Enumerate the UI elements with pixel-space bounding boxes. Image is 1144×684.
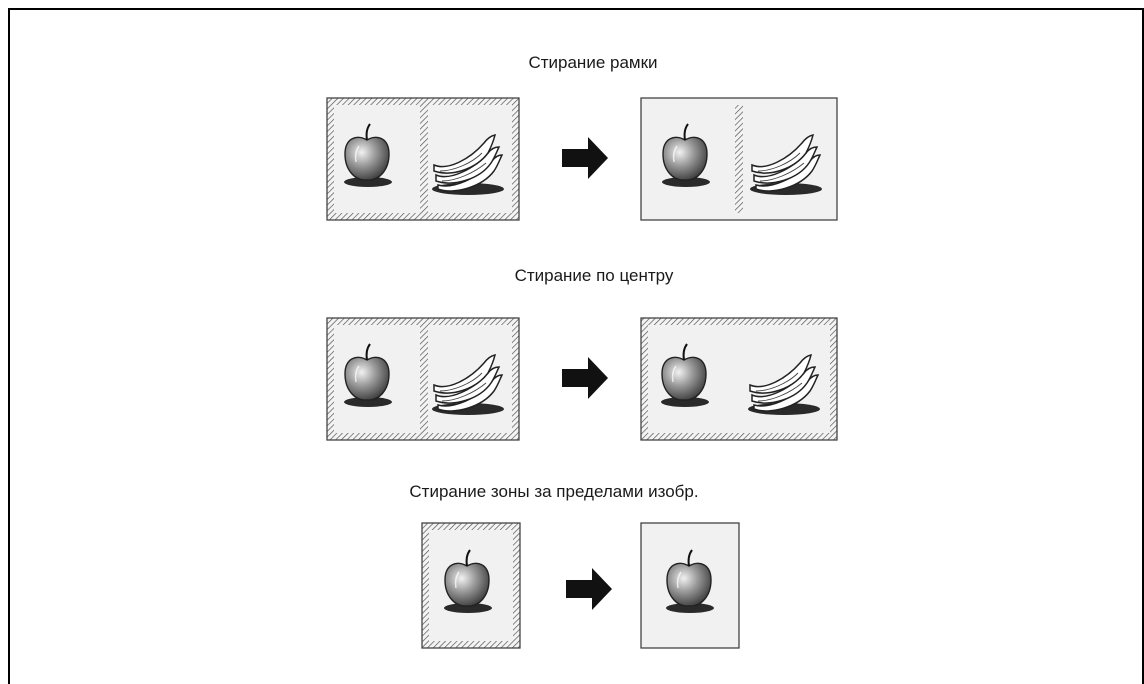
non-image-erase-after — [640, 522, 740, 649]
arrow-right-icon — [566, 568, 612, 610]
frame-erase-before — [326, 97, 520, 221]
arrow-right-icon — [562, 137, 608, 179]
non-image-erase-before — [421, 522, 521, 649]
title-center-erase: Стирание по центру — [514, 266, 674, 285]
title-non-image-erase: Стирание зоны за пределами изобр. — [409, 482, 699, 501]
title-frame-erase: Стирание рамки — [528, 53, 658, 72]
center-erase-before — [326, 317, 520, 441]
arrow-right-icon — [562, 357, 608, 399]
center-erase-after — [640, 317, 838, 441]
frame-erase-after — [640, 97, 838, 221]
page-frame — [8, 8, 1144, 684]
